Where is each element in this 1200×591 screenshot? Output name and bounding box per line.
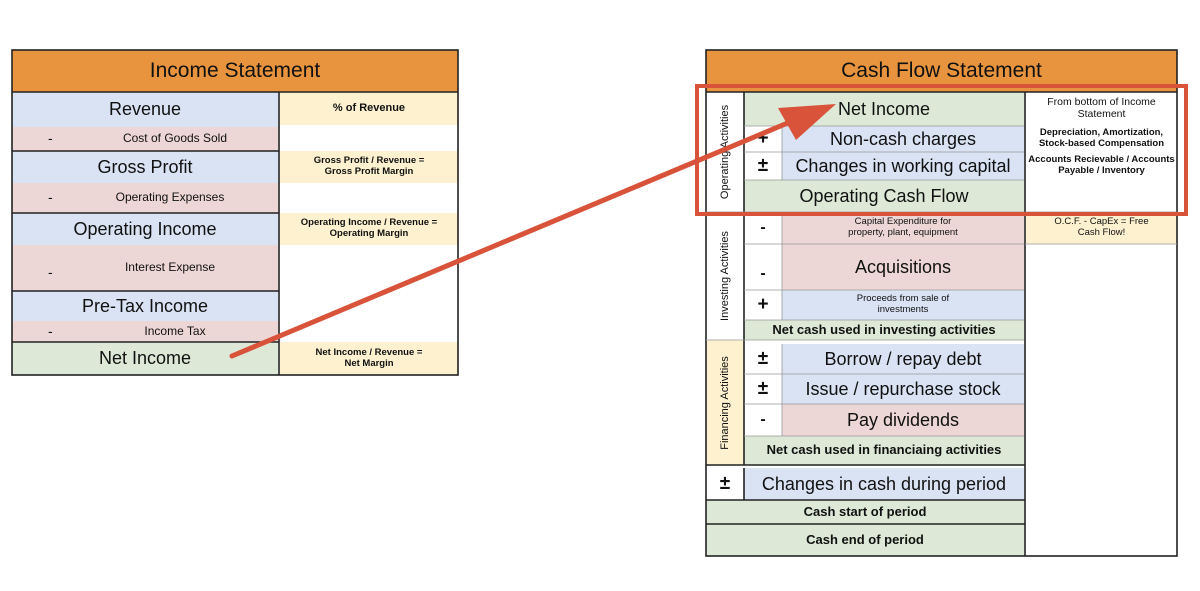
changes-in-cash-row: Changes in cash during period bbox=[744, 468, 1024, 500]
note-working-capital: Accounts Recievable / Accounts Payable /… bbox=[1026, 152, 1177, 180]
interest-label: Interest Expense bbox=[124, 260, 216, 275]
minus-sign: - bbox=[48, 322, 53, 339]
borrow-repay-debt-row: Borrow / repay debt bbox=[782, 344, 1024, 374]
note-from-bottom: From bottom of Income Statement bbox=[1026, 92, 1177, 126]
operating-highlight-box bbox=[695, 84, 1188, 216]
net-investing-row: Net cash used in investing activities bbox=[744, 320, 1024, 340]
pct-revenue-note: % of Revenue bbox=[280, 92, 458, 125]
net-financing-row: Net cash used in financiaing activities bbox=[744, 436, 1024, 465]
net-margin-note: Net Income / Revenue = Net Margin bbox=[280, 342, 458, 375]
minus-sign: - bbox=[48, 130, 53, 147]
arrowhead bbox=[778, 104, 836, 140]
opex-label: Operating Expenses bbox=[115, 190, 225, 205]
income-statement-title: Income Statement bbox=[12, 50, 458, 92]
note-free-cash-flow: O.C.F. - CapEx = Free Cash Flow! bbox=[1026, 212, 1177, 244]
cash-end-row: Cash end of period bbox=[706, 524, 1024, 556]
plus-minus-sign: ± bbox=[744, 152, 782, 180]
operating-margin-note: Operating Income / Revenue = Operating M… bbox=[280, 213, 458, 245]
minus-sign: - bbox=[744, 212, 782, 244]
financing-activities-label: Financing Activities bbox=[706, 340, 744, 465]
cash-start-row: Cash start of period bbox=[706, 500, 1024, 524]
pretax-income-row: Pre-Tax Income bbox=[12, 291, 278, 321]
revenue-row: Revenue bbox=[12, 92, 278, 127]
income-tax-label: Income Tax bbox=[144, 323, 206, 338]
proceeds-row: Proceeds from sale of investments bbox=[782, 290, 1024, 320]
cogs-row: - Cost of Goods Sold bbox=[12, 127, 278, 151]
investing-activities-label: Investing Activities bbox=[706, 212, 744, 340]
plus-minus-sign: ± bbox=[744, 344, 782, 374]
net-income-row: Net Income bbox=[12, 342, 278, 375]
working-capital-row: Changes in working capital bbox=[782, 152, 1024, 180]
gross-margin-note: Gross Profit / Revenue = Gross Profit Ma… bbox=[280, 151, 458, 183]
minus-sign: - bbox=[48, 264, 53, 280]
income-tax-row: - Income Tax bbox=[12, 321, 278, 342]
acquisitions-row: Acquisitions bbox=[782, 244, 1024, 290]
plus-minus-sign: ± bbox=[744, 374, 782, 404]
interest-row: - Interest Expense bbox=[12, 245, 278, 291]
link-arrow bbox=[229, 119, 793, 359]
plus-minus-sign: ± bbox=[706, 468, 744, 500]
non-cash-charges-row: Non-cash charges bbox=[782, 126, 1024, 152]
plus-sign: + bbox=[744, 290, 782, 320]
minus-sign: - bbox=[744, 244, 782, 290]
note-non-cash: Depreciation, Amortization, Stock-based … bbox=[1026, 126, 1177, 152]
capex-row: Capital Expenditure for property, plant,… bbox=[782, 212, 1024, 244]
opex-row: - Operating Expenses bbox=[12, 183, 278, 213]
pay-dividends-row: Pay dividends bbox=[782, 404, 1024, 436]
issue-repurchase-stock-row: Issue / repurchase stock bbox=[782, 374, 1024, 404]
minus-sign: - bbox=[744, 404, 782, 436]
cogs-label: Cost of Goods Sold bbox=[122, 131, 228, 146]
minus-sign: - bbox=[48, 189, 53, 206]
operating-income-row: Operating Income bbox=[12, 213, 278, 245]
gross-profit-row: Gross Profit bbox=[12, 151, 278, 183]
operating-cash-flow-row: Operating Cash Flow bbox=[744, 180, 1024, 212]
